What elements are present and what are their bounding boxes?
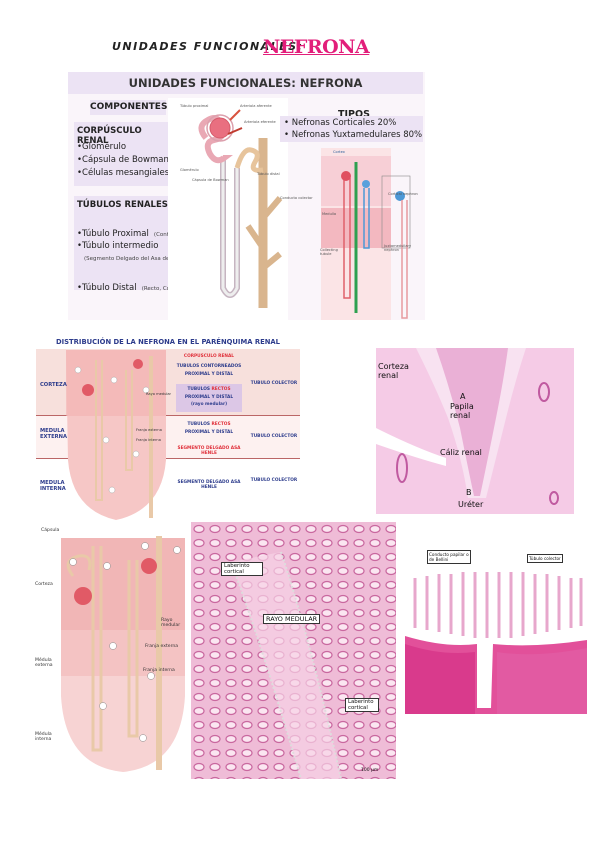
diagram2-medula-externa: Médula externa [35, 658, 53, 668]
label-conducto-colector: Conducto colector [280, 196, 313, 200]
nefrona-zones-diagram: Cápsula Corteza Médula externa Médula in… [33, 526, 191, 772]
histo1-papila: Papila renal [450, 402, 474, 420]
distribucion-illustration [66, 350, 166, 520]
histo1-b: B [466, 488, 472, 497]
label-tubulo-proximal: Túbulo proximal [180, 104, 209, 108]
corpusculo-title: CORPÚSCULO RENAL [77, 126, 142, 146]
tipos-illustration [321, 148, 411, 320]
histo2-rayo: RAYO MEDULAR [263, 614, 321, 624]
tipo-item-text: Nefronas Yuxtamedulares 80% [291, 130, 423, 140]
histology-papila-image: Corteza renal A Papila renal Cáliz renal… [376, 348, 574, 514]
zone-medula-interna: MEDULA INTERNA [40, 480, 66, 492]
components-title-box: COMPONENTES [90, 100, 168, 115]
corpusculo-item: •Glomérulo [77, 142, 127, 152]
cell-rectos2-sub: PROXIMAL Y DISTAL [184, 430, 234, 435]
tipos-title: TIPOS [294, 102, 414, 121]
tipo-item-text: Nefronas Corticales 20% [291, 118, 397, 128]
nefrona-components-panel: UNIDADES FUNCIONALES: NEFRONA COMPONENTE… [68, 72, 425, 322]
tubulo-proximal-label: •Túbulo Proximal [77, 229, 149, 239]
label-glomerulo: Glomérulo [180, 168, 199, 172]
histo3-bellini: Conducto papilar o de Bellini [427, 550, 471, 564]
divider-line [36, 458, 300, 459]
zone-medula-externa: MEDULA EXTERNA [40, 428, 67, 440]
label-rayo: Rayo medular [146, 392, 172, 396]
cell-rectos2-prefix: TUBULOS [187, 422, 210, 427]
cell-contorneados: TUBULOS CONTORNEADOS [176, 364, 242, 369]
tipo-item: • Nefronas Yuxtamedulares 80% [284, 130, 423, 140]
label-arteriola-aferente: Arteriola aferente [240, 104, 272, 108]
page-title-accent: NEFRONA [263, 36, 370, 58]
histo1-corteza: Corteza renal [378, 362, 409, 380]
cell-rectos: TUBULOS RECTOS [170, 387, 248, 392]
zone-corteza: CORTEZA [40, 382, 67, 388]
tubulo-intermedio-detail: (Segmento Delgado del Asa de Henle) [84, 256, 190, 262]
tipos-title-text: TIPOS [338, 109, 370, 120]
cell-colector: TUBULO COLECTOR [250, 478, 298, 483]
diagram2-franja-interna: Franja interna [143, 668, 175, 673]
corpusculo-item: •Cápsula de Bowman [77, 155, 169, 165]
label-juxta-nephron: Juxtamedullary nephron [384, 244, 412, 252]
histology-papila-texture [376, 348, 574, 514]
tipos-box: • Nefronas Corticales 20% • Nefronas Yux… [280, 116, 423, 142]
histo1-ureter: Uréter [458, 500, 484, 509]
cell-delgado-red: SEGMENTO DELGADO ASA HENLE [177, 446, 241, 456]
cell-rectos2-accent: RECTOS [211, 422, 231, 427]
tubulos-title: TÚBULOS RENALES: [77, 200, 172, 210]
diagram2-medula-interna: Médula interna [35, 732, 52, 742]
cell-rectos2: TUBULOS RECTOS [170, 422, 248, 427]
label-capsula: Cápsula de Bowman [192, 178, 229, 182]
histo1-caliz: Cáliz renal [440, 448, 482, 457]
diagram2-franja-externa: Franja externa [145, 644, 179, 649]
cell-rectos-prefix: TUBULOS [187, 387, 210, 392]
label-cortical-nephron: Cortical nephron [388, 192, 418, 196]
panel1-header: UNIDADES FUNCIONALES: NEFRONA [68, 72, 423, 94]
tubulos-box: TÚBULOS RENALES: •Túbulo Proximal (Conto… [74, 196, 213, 293]
tipo-item: • Nefronas Corticales 20% [284, 118, 397, 128]
cell-colector: TUBULO COLECTOR [250, 434, 298, 439]
histology-papila-ducts-image: Conducto papilar o de Bellini Túbulo col… [405, 548, 587, 714]
label-franja-externa: Franja externa [136, 428, 162, 432]
histology-papila-ducts-texture [405, 548, 587, 714]
histology-rayo-texture [191, 522, 396, 779]
divider-line [36, 415, 300, 416]
histology-rayo-medular-image: Laberinto cortical RAYO MEDULAR Laberint… [191, 522, 396, 779]
nefrona-illustration [168, 98, 288, 322]
cell-corpusculo: CORPUSCULO RENAL [183, 354, 235, 359]
histo1-a: A [460, 392, 466, 401]
nefrona-zones-illustration [61, 536, 185, 772]
histo2-scale: 100 μm [361, 768, 379, 773]
label-arteriola-eferente: Arteriola eferente [244, 120, 276, 124]
label-collecting-tubule: Collecting tubule [320, 248, 338, 256]
diagram2-capsula: Cápsula [41, 528, 60, 533]
cell-contorneados-sub: PROXIMAL Y DISTAL [184, 372, 234, 377]
cell-colector: TUBULO COLECTOR [250, 381, 298, 386]
tubulo-distal-label: •Túbulo Distal [77, 283, 137, 293]
cell-rectos-sub2: (rayo medular) [190, 402, 228, 407]
label-tubulo-distal: Túbulo distal [257, 172, 280, 176]
label-medulla: Medulla [322, 212, 337, 216]
components-title: COMPONENTES [90, 102, 168, 112]
cell-rectos-accent: RECTOS [211, 387, 231, 392]
label-franja-interna: Franja interna [136, 438, 161, 442]
corpusculo-item: •Células mesangiales [77, 168, 170, 178]
cell-rectos-sub: PROXIMAL Y DISTAL [184, 395, 234, 400]
corpusculo-box: CORPÚSCULO RENAL •Glomérulo •Cápsula de … [74, 122, 172, 186]
histo2-laberinto-bottom: Laberinto cortical [345, 698, 379, 712]
histo2-laberinto-top: Laberinto cortical [221, 562, 263, 576]
cell-delgado: SEGMENTO DELGADO ASA HENLE [177, 480, 241, 490]
page-title: UNIDADES FUNCIONALES: [112, 40, 304, 53]
panel2-title: DISTRIBUCIÓN DE LA NEFRONA EN EL PARÉNQU… [36, 336, 300, 349]
diagram2-corteza: Corteza [35, 582, 53, 587]
diagram2-rayo: Rayo medular [161, 618, 181, 628]
tubulo-intermedio: •Túbulo intermedio [77, 241, 159, 251]
distribucion-panel: DISTRIBUCIÓN DE LA NEFRONA EN EL PARÉNQU… [36, 336, 300, 522]
rectos-box [176, 384, 242, 412]
label-cortex: Cortex [333, 150, 345, 154]
histo3-colector: Túbulo colector [527, 554, 563, 563]
